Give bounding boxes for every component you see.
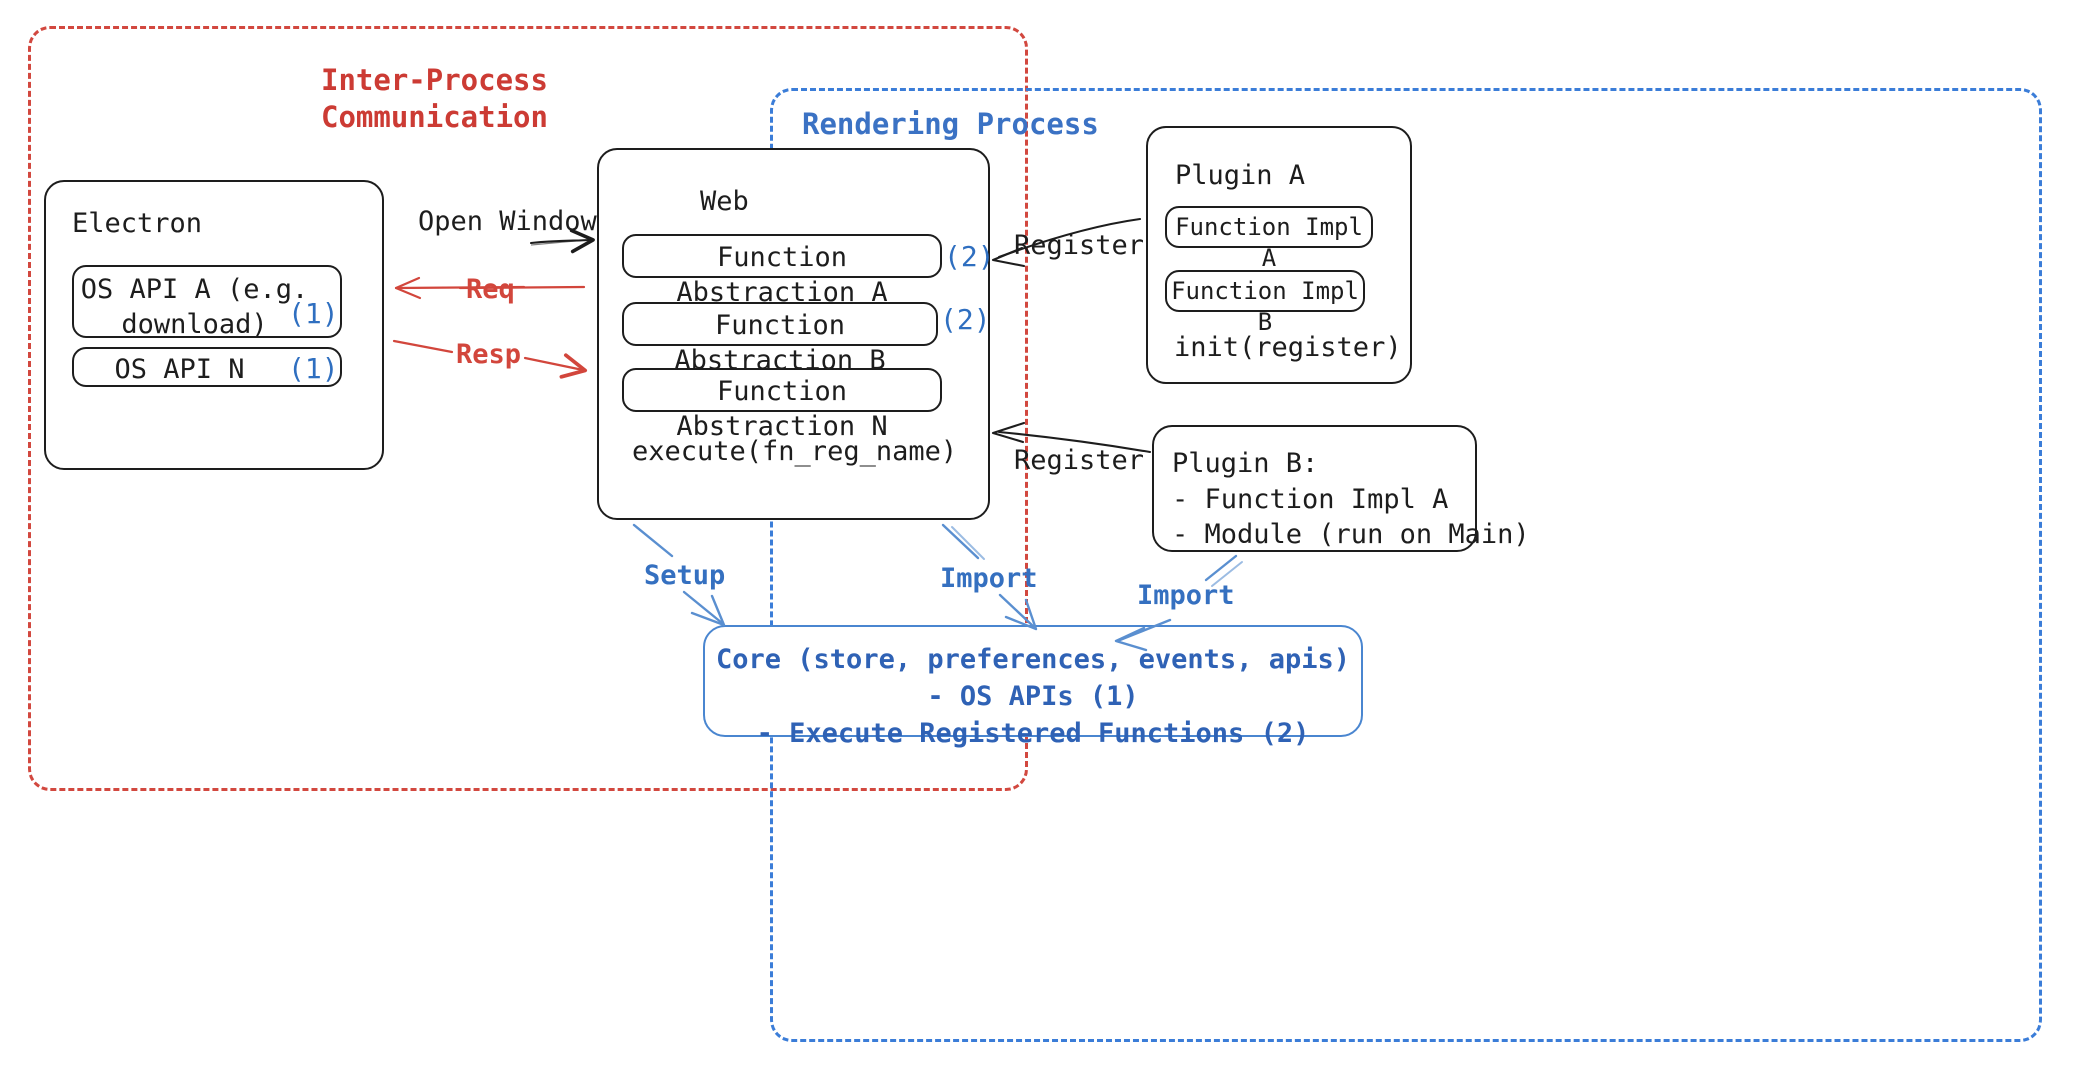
setup-arrow-label: Setup <box>644 560 726 591</box>
plugin-a-function-impl-b-box[interactable] <box>1165 270 1365 312</box>
os-api-a-step-tag: (1) <box>288 297 339 330</box>
function-abstraction-a-label: Function Abstraction A <box>676 242 888 309</box>
web-title: Web <box>700 186 749 217</box>
plugin-a-title: Plugin A <box>1175 160 1306 191</box>
os-api-n-box[interactable] <box>72 347 342 387</box>
open-window-arrow-label: Open Window <box>418 206 597 237</box>
os-api-n-label: OS API N <box>114 354 245 385</box>
register-plugin-b-arrow-label: Register <box>1014 445 1145 476</box>
region-ipc-label: Inter-Process Communication <box>321 63 548 135</box>
plugin-b-text: Plugin B: - Function Impl A - Module (ru… <box>1172 448 1530 551</box>
import-plugin-b-arrow-label: Import <box>1137 580 1235 611</box>
function-abstraction-n-box[interactable] <box>622 368 942 412</box>
function-abstraction-b-box[interactable] <box>622 302 938 346</box>
plugin-a-function-impl-a-box[interactable] <box>1165 206 1373 248</box>
electron-title: Electron <box>72 208 203 239</box>
function-abstraction-a-step-tag: (2) <box>944 240 995 273</box>
core-box[interactable] <box>703 625 1363 737</box>
plugin-a-function-impl-a-label: Function Impl A <box>1175 213 1363 273</box>
os-api-n-step-tag: (1) <box>288 352 339 385</box>
function-abstraction-a-box[interactable] <box>622 234 942 278</box>
req-arrow-label: Req <box>466 274 515 305</box>
resp-arrow-label: Resp <box>456 339 522 370</box>
os-api-a-box[interactable] <box>72 265 342 338</box>
plugin-a-function-impl-b-label: Function Impl B <box>1171 277 1359 337</box>
plugin-a-init-text: init(register) <box>1174 332 1402 363</box>
web-execute-text: execute(fn_reg_name) <box>632 436 958 467</box>
core-text: Core (store, preferences, events, apis) … <box>716 644 1350 749</box>
plugin-a-box[interactable] <box>1146 126 1412 384</box>
import-web-arrow-label: Import <box>940 563 1038 594</box>
register-plugin-a-arrow-label: Register <box>1014 230 1145 261</box>
plugin-b-box[interactable] <box>1152 425 1477 552</box>
region-rendering-process <box>770 88 2042 1042</box>
region-inter-process-communication <box>28 26 1028 791</box>
function-abstraction-b-step-tag: (2) <box>940 303 991 336</box>
region-rendering-process-label: Rendering Process <box>802 107 1099 141</box>
os-api-a-label: OS API A (e.g. download) <box>80 274 309 341</box>
function-abstraction-n-label: Function Abstraction N <box>676 376 888 443</box>
